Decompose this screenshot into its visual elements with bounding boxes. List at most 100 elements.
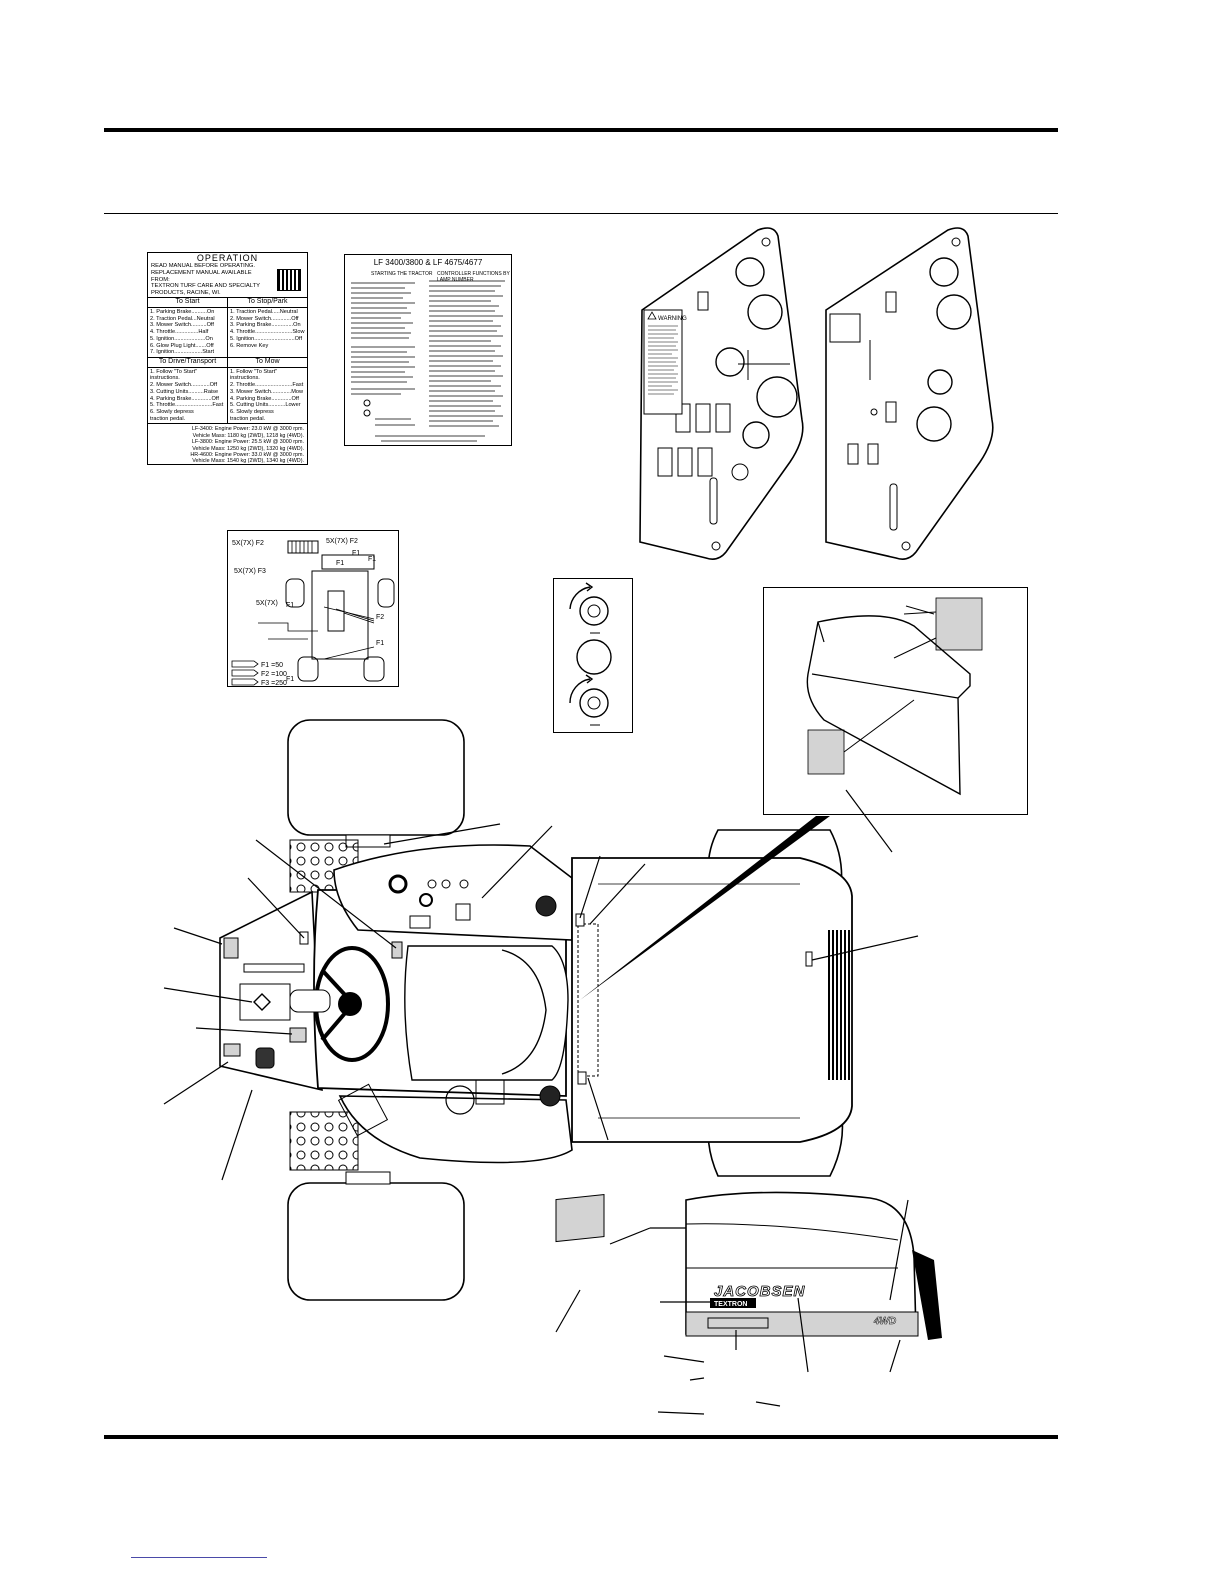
- list-item: 1. Traction Pedal.....Neutral: [230, 309, 298, 316]
- list-item: 3. Cutting Units..........Raise: [150, 388, 219, 395]
- lf-left-heading: STARTING THE TRACTOR: [371, 271, 433, 277]
- sub-brand-logo: TEXTRON: [714, 1301, 747, 1308]
- list-item: 3. Parking Brake..............On: [230, 322, 301, 329]
- knob-icon: [576, 639, 612, 675]
- to-stop-heading: To Stop/Park: [227, 297, 307, 308]
- gauge-icon: [936, 294, 972, 330]
- lf-decal-title: LF 3400/3800 & LF 4675/4677: [373, 258, 483, 267]
- list-item: 4. Parking Brake.............Off: [230, 395, 299, 402]
- fuse-blade-icon: [231, 678, 259, 686]
- hood-detail-drawing: [806, 597, 983, 796]
- dash-panels-illustration: WARNING: [639, 227, 994, 560]
- fuse-blade-icon: [231, 669, 259, 677]
- top-thin-rule: [104, 213, 1058, 214]
- lf-instruction-decal: LF 3400/3800 & LF 4675/4677 STARTING THE…: [344, 254, 512, 446]
- bottom-thick-rule: [104, 1435, 1058, 1439]
- fuse-label: F1: [376, 640, 384, 647]
- spec-line: LF-3400: Engine Power: 23.0 kW @ 3000 rp…: [191, 426, 304, 433]
- gauge-icon: [747, 294, 783, 330]
- list-item: 5. Cutting Units...........Lower: [230, 402, 301, 409]
- list-item: 2. Mower Switch.............Off: [230, 315, 299, 322]
- fuse-label: F1: [286, 676, 294, 683]
- list-item: 4. Throttle........................Slow: [230, 329, 305, 336]
- list-item: 4. Parking Brake.............Off: [150, 395, 219, 402]
- fuse-legend: F1 =50: [261, 662, 283, 669]
- list-item: 2. Throttle........................Fast: [230, 382, 304, 389]
- list-item: 6. Slowly depress: [230, 408, 274, 415]
- list-item: 1. Follow "To Start": [150, 368, 198, 375]
- warning-label: WARNING: [658, 316, 687, 322]
- operation-decal-header: READ MANUAL BEFORE OPERATING. REPLACEMEN…: [148, 262, 272, 297]
- grill-edge: [912, 1250, 942, 1340]
- lf-right-heading: CONTROLLER FUNCTIONS BY LAMP NUMBER: [437, 271, 510, 283]
- to-drive-list: 1. Follow "To Start" instructions. 2. Mo…: [148, 366, 228, 424]
- header-line: REPLACEMENT MANUAL AVAILABLE FROM:: [151, 270, 252, 283]
- rear-wheel-right: [287, 1182, 465, 1301]
- fuse-label: 5X(7X) F2: [232, 540, 264, 547]
- header-line: READ MANUAL BEFORE OPERATING.: [151, 263, 256, 270]
- header-line: PRODUCTS, RACINE, WI.: [151, 289, 221, 296]
- fuse-diagram: 5X(7X) F2 5X(7X) F2 F1 5X(7X) F3 F1 F1 5…: [231, 538, 395, 687]
- hood-detail-inset: [763, 587, 1028, 815]
- to-start-list: 1. Parking Brake..........On 2. Traction…: [148, 307, 228, 358]
- steering-hub-icon: [338, 992, 362, 1016]
- spec-line: HR-4600: Engine Power: 33.0 kW @ 3000 rp…: [190, 451, 304, 458]
- lf-decal-fine-print: [351, 280, 505, 442]
- to-drive-heading: To Drive/Transport: [148, 357, 228, 368]
- fuse-label: F2: [376, 614, 384, 621]
- gauge-icon: [742, 421, 770, 449]
- fuse-label: F1: [286, 602, 294, 609]
- step-plate: [289, 1111, 359, 1171]
- rotation-knob-decal: [553, 578, 633, 733]
- fuse-legend: F2 =100: [261, 671, 287, 678]
- list-item: 6. Slowly depress: [150, 408, 194, 415]
- gauge-icon: [929, 257, 959, 287]
- footer-link-underline: [131, 1557, 267, 1558]
- to-stop-list: 1. Traction Pedal.....Neutral 2. Mower S…: [227, 307, 307, 358]
- lower-console: [338, 1095, 573, 1164]
- fuse-label: F1: [336, 560, 344, 567]
- list-item: instructions.: [230, 375, 260, 382]
- spec-line: Vehicle Mass: 1250 kg (2WD), 1320 kg (4W…: [192, 445, 304, 452]
- gauge-icon: [715, 347, 745, 377]
- spec-line: Vehicle Mass: 1540 kg (2WD), 1340 kg (4W…: [192, 458, 304, 465]
- brand-logo: JACOBSEN: [714, 1283, 806, 1300]
- gauge-icon: [735, 257, 765, 287]
- header-line: TEXTRON TURF CARE AND SPECIALTY: [151, 283, 260, 290]
- fuse-label: F1: [352, 550, 360, 557]
- list-item: 1. Follow "To Start": [230, 368, 278, 375]
- list-item: instructions.: [150, 375, 180, 382]
- list-item: 6. Remove Key: [230, 342, 269, 349]
- operator-seat: [404, 945, 569, 1081]
- operation-decal-title: OPERATION: [196, 253, 259, 263]
- rear-wheel-left: [287, 719, 465, 836]
- to-mow-list: 1. Follow "To Start" instructions. 2. Th…: [227, 366, 307, 424]
- fuse-legend: F3 =250: [261, 680, 287, 687]
- operation-steps-table: To Start To Stop/Park 1. Parking Brake..…: [148, 297, 307, 424]
- engine-specs: LF-3400: Engine Power: 23.0 kW @ 3000 rp…: [148, 423, 307, 465]
- knob-diagram: [569, 582, 612, 726]
- list-item: 7. Ignition..................Start: [150, 349, 215, 356]
- fuse-location-decal: 5X(7X) F2 5X(7X) F2 F1 5X(7X) F3 F1 F1 5…: [227, 530, 399, 687]
- list-item: 3. Mower Switch..........Off: [150, 322, 214, 329]
- top-thick-rule: [104, 128, 1058, 132]
- right-dash-panel: [825, 227, 994, 560]
- to-mow-heading: To Mow: [227, 357, 307, 368]
- hood-leader-lines: [555, 1199, 909, 1415]
- warning-triangle-icon: [647, 311, 657, 320]
- fuse-label: 5X(7X) F2: [326, 538, 358, 545]
- leader-lines: [163, 789, 919, 1181]
- list-item: 1. Parking Brake..........On: [150, 309, 215, 316]
- drive-badge: 4WD: [873, 1316, 896, 1327]
- list-item: 3. Mower Switch.............Mow: [230, 388, 304, 395]
- fuse-label: F1: [368, 556, 376, 563]
- spec-line: LF-3800: Engine Power: 25.5 kW @ 3000 rp…: [191, 439, 304, 446]
- list-item: 2. Mower Switch............Off: [150, 382, 218, 389]
- list-item: 4. Throttle...............Half: [150, 329, 209, 336]
- list-item: 5. Throttle........................Fast: [150, 402, 224, 409]
- list-item: traction pedal.: [230, 415, 266, 422]
- fuse-label: 5X(7X): [256, 600, 278, 607]
- gauge-icon: [916, 406, 952, 442]
- gauge-icon: [756, 376, 798, 418]
- list-item: 6. Glow Plug Light.......Off: [150, 342, 214, 349]
